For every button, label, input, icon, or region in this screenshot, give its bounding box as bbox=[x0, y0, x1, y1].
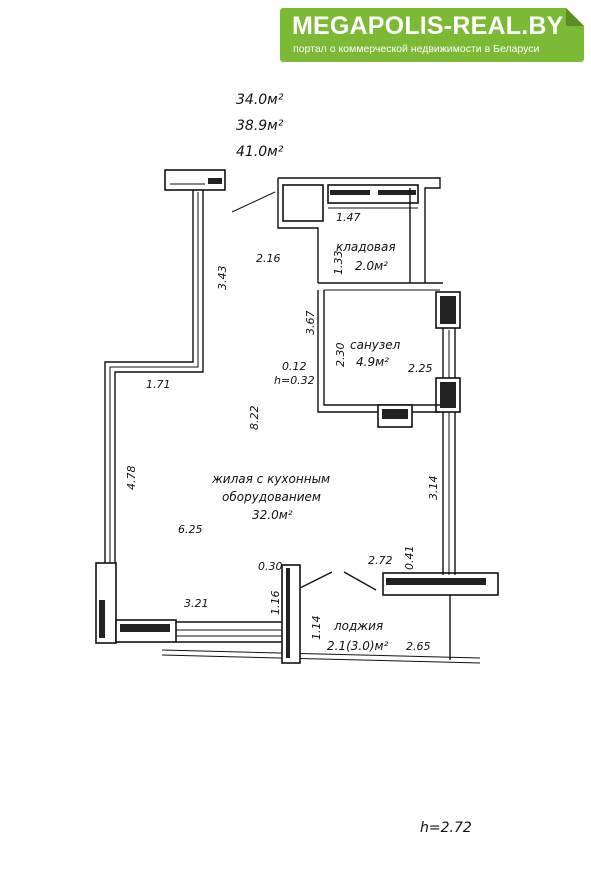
living-line-1: жилая с кухонным bbox=[211, 472, 330, 486]
dim-2-72: 2.72 bbox=[368, 554, 393, 567]
area-label-2: 38.9м² bbox=[236, 118, 284, 134]
dim-2-30: 2.30 bbox=[334, 343, 347, 368]
door-swings bbox=[299, 571, 377, 591]
dim-1-16: 1.16 bbox=[269, 591, 282, 616]
center-column bbox=[281, 564, 301, 664]
bath-name: санузел bbox=[350, 338, 401, 352]
site-tagline: портал о коммерческой недвижимости в Бел… bbox=[293, 43, 540, 55]
storage-area: 2.0м² bbox=[355, 259, 388, 273]
bottom-left-corner bbox=[95, 562, 177, 644]
bath-area: 4.9м² bbox=[356, 355, 389, 369]
area-label-1: 34.0м² bbox=[236, 92, 284, 108]
storage-name: кладовая bbox=[336, 240, 396, 254]
left-outer-wall bbox=[104, 190, 204, 565]
living-area: 32.0м² bbox=[252, 508, 293, 522]
loggia-area: 2.1(3.0)м² bbox=[327, 639, 389, 653]
loggia-outline bbox=[161, 595, 481, 664]
dim-8-22: 8.22 bbox=[248, 406, 261, 431]
dim-0-12: 0.12 bbox=[282, 360, 307, 373]
dim-1-47: 1.47 bbox=[336, 211, 361, 224]
dim-1-33: 1.33 bbox=[332, 251, 345, 276]
dim-1-71: 1.71 bbox=[146, 378, 171, 391]
dim-3-21: 3.21 bbox=[184, 597, 209, 610]
dim-3-14: 3.14 bbox=[427, 476, 440, 501]
dim-3-67: 3.67 bbox=[304, 311, 317, 336]
area-label-3: 41.0м² bbox=[236, 144, 284, 160]
dim-2-25: 2.25 bbox=[408, 362, 433, 375]
top-left-ledge bbox=[164, 169, 226, 191]
dim-h-0-32: h=0.32 bbox=[274, 374, 315, 387]
dim-2-16: 2.16 bbox=[256, 252, 281, 265]
dim-6-25: 6.25 bbox=[178, 523, 203, 536]
site-name: MEGAPOLIS-REAL.BY bbox=[292, 12, 564, 40]
dim-2-65: 2.65 bbox=[406, 640, 431, 653]
leader-line bbox=[231, 191, 276, 213]
dim-0-30: 0.30 bbox=[258, 560, 283, 573]
living-line-2: оборудованием bbox=[222, 490, 321, 504]
right-exterior-wall bbox=[435, 291, 461, 575]
site-banner[interactable]: MEGAPOLIS-REAL.BY портал о коммерческой … bbox=[280, 8, 584, 62]
banner-corner-shadow bbox=[566, 8, 584, 26]
bottom-window bbox=[176, 621, 283, 643]
ceiling-height: h=2.72 bbox=[420, 820, 472, 836]
dim-0-41: 0.41 bbox=[403, 546, 416, 571]
loggia-name: лоджия bbox=[333, 619, 383, 633]
dim-3-43: 3.43 bbox=[216, 266, 229, 291]
dim-1-14: 1.14 bbox=[310, 616, 323, 641]
bathroom-walls bbox=[317, 282, 443, 428]
storage-walls bbox=[277, 177, 441, 283]
right-loggia-block bbox=[382, 572, 499, 596]
dim-4-78: 4.78 bbox=[125, 466, 138, 491]
